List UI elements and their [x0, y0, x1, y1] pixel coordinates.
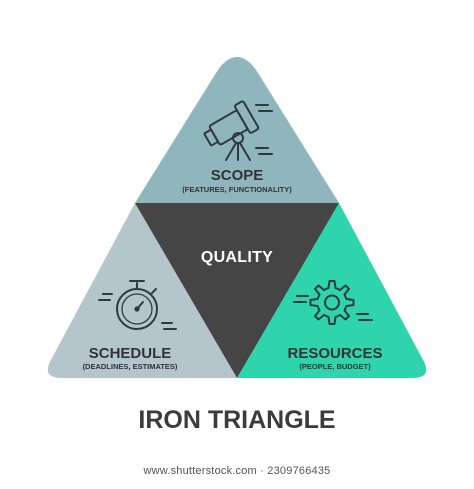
quality-label: QUALITY — [201, 249, 273, 266]
resources-segment — [237, 203, 427, 378]
schedule-subtitle: (DEADLINES, ESTIMATES) — [83, 362, 178, 371]
diagram-title: IRON TRIANGLE — [138, 406, 335, 434]
iron-triangle-diagram: SCOPE (FEATURES, FUNCTIONALITY) QUALITY … — [47, 57, 427, 434]
resources-title: RESOURCES — [287, 345, 382, 362]
scope-title: SCOPE — [211, 167, 264, 184]
resources-subtitle: (PEOPLE, BUDGET) — [299, 362, 371, 371]
schedule-title: SCHEDULE — [89, 345, 172, 362]
watermark-text: www.shutterstock.com · 2309766435 — [143, 465, 331, 477]
scope-subtitle: (FEATURES, FUNCTIONALITY) — [182, 185, 292, 194]
scope-segment — [135, 57, 339, 203]
watermark-bar — [0, 450, 474, 489]
telescope-icon — [203, 100, 273, 161]
quality-segment — [135, 203, 339, 378]
gear-icon — [293, 280, 373, 325]
stopwatch-icon — [98, 280, 177, 330]
